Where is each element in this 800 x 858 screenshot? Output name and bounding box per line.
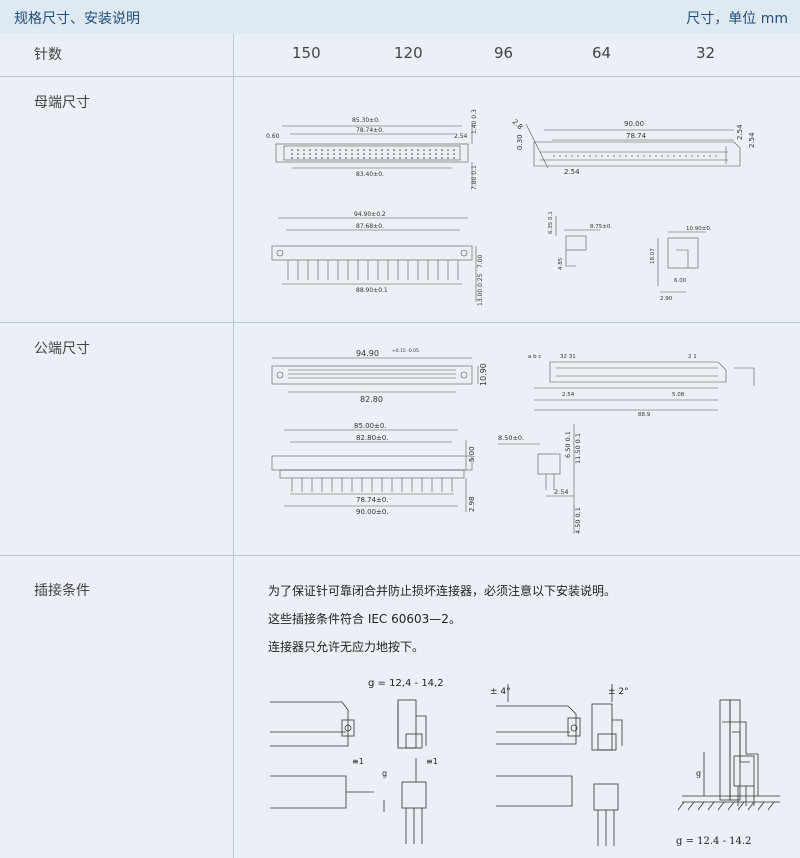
- dim-text: 2.54: [454, 133, 468, 140]
- dim-text: 82.80±0.: [356, 434, 389, 442]
- male-angled-drawing: a b c 32 31 2 1 2.54 5.08 88.9: [522, 348, 772, 420]
- dim-text: 4.85: [558, 257, 564, 270]
- dim-text: 8.50±0.: [498, 434, 524, 442]
- dim-text: 85.30±0.: [352, 117, 380, 124]
- pin-row: [0, 34, 800, 76]
- column-divider: [233, 34, 234, 858]
- female-angled-drawing: 90.00 78.74 2.54 2.54 0.30 2.8 2.54: [504, 108, 774, 188]
- female-front-drawing: 85.30±0. 78.74±0. 0.60 2.54 83.40±0. 1.4…: [262, 104, 492, 200]
- dim-text: 78.74±0.: [356, 496, 389, 504]
- mounting-note-3: 连接器只允许无应力地按下。: [268, 640, 425, 654]
- dim-text: 6.50 0.1: [564, 431, 572, 458]
- dim-text: 78.74±0.: [356, 127, 384, 134]
- dim-text: 5.08: [672, 392, 685, 398]
- dim-text: 5.00: [468, 446, 476, 462]
- mounting-figure-1: g = 12,4 - 14,2 ≡1 ≡1 g: [266, 672, 456, 852]
- dim-text: 8.75±0.: [590, 224, 612, 230]
- mounting-note-1: 为了保证针可靠闭合并防止损坏连接器，必须注意以下安装说明。: [268, 584, 617, 598]
- mounting-label: 插接条件: [34, 583, 90, 599]
- male-front-drawing: 94.90 +0.15 -0.05 82.80 10.90: [262, 344, 492, 408]
- pin-96: 96: [494, 44, 514, 62]
- female-profile-b-drawing: 10.90±0. 18.07 6.00 2.90: [646, 220, 726, 304]
- dim-text: 32 31: [560, 354, 576, 360]
- dim-text: 88.9: [638, 412, 651, 418]
- dim-text: 88.90±0.1: [356, 287, 388, 294]
- dim-text: +0.15 -0.05: [392, 348, 419, 354]
- pin-32: 32: [696, 44, 716, 62]
- dim-text: 2.54: [564, 168, 580, 176]
- dim-text: 85.00±0.: [354, 422, 387, 430]
- dim-text: 90.00±0.: [356, 508, 389, 516]
- mount-dim: g: [382, 769, 387, 778]
- divider: [0, 555, 800, 556]
- dim-text: 1.40 0.3: [471, 109, 478, 134]
- mount-dim: g = 12,4 - 14,2: [368, 678, 444, 689]
- male-row: [0, 323, 800, 555]
- dim-text: 0.30: [516, 134, 524, 150]
- mounting-note-2: 这些插接条件符合 IEC 60603—2。: [268, 612, 461, 626]
- mounting-row: [0, 556, 800, 858]
- female-size-label: 母端尺寸: [34, 95, 90, 111]
- mount-dim: ≡1: [352, 757, 364, 766]
- dim-text: 10.90: [479, 363, 488, 386]
- mounting-figure-3: g g = 12.4 - 14.2: [676, 692, 796, 852]
- mount-dim: ± 2°: [608, 687, 629, 697]
- pin-120: 120: [394, 44, 423, 62]
- mount-dim: g: [696, 769, 701, 778]
- dim-text: 78.74: [626, 132, 647, 140]
- pin-150: 150: [292, 44, 321, 62]
- male-size-label: 公端尺寸: [34, 341, 90, 357]
- dim-text: 94.90: [356, 349, 379, 358]
- dim-text: 83.40±0.: [356, 171, 384, 178]
- dim-text: 6.00: [674, 278, 687, 284]
- dim-text: 11.50 0.1: [574, 433, 582, 464]
- dim-text: 2.54: [748, 132, 756, 148]
- dim-text: 94.90±0.2: [354, 211, 386, 218]
- dim-text: 2 1: [688, 354, 697, 360]
- pin-count-label: 针数: [34, 47, 62, 63]
- dim-text: 2.98: [468, 496, 476, 512]
- divider: [0, 76, 800, 77]
- male-side-drawing: 85.00±0. 82.80±0. 78.74±0. 90.00±0. 5.00…: [262, 420, 492, 520]
- dim-text: 2.90: [660, 296, 673, 302]
- dim-text: 2.54: [554, 488, 568, 496]
- unit-label: 尺寸，单位 mm: [686, 11, 788, 27]
- dim-text: 90.00: [624, 120, 644, 128]
- dim-text: 0.60: [266, 133, 280, 140]
- dim-text: 2.8: [511, 118, 525, 132]
- mount-dim: ± 4°: [490, 687, 511, 697]
- divider: [0, 322, 800, 323]
- mount-dim: ≡1: [426, 757, 438, 766]
- dim-text: 87.68±0.: [356, 223, 384, 230]
- dim-text: 6.35 0.1: [548, 211, 554, 234]
- mounting-figure-2: ± 4° ± 2°: [484, 680, 644, 852]
- female-profile-a-drawing: 6.35 0.1 8.75±0. 4.85: [540, 208, 620, 278]
- dim-text: 4.50 0.1: [574, 507, 582, 534]
- dim-text: 7.80 0.1: [471, 165, 478, 190]
- dim-text: 2.54: [736, 124, 744, 140]
- female-side-drawing: 94.90±0.2 87.68±0. 88.90±0.1 7.00 13.00 …: [262, 206, 502, 310]
- dim-text: 13.00 0.25: [477, 273, 484, 306]
- male-profile-drawing: 8.50±0. 6.50 0.1 11.50 0.1 2.54 4.50 0.1: [496, 414, 596, 538]
- page-title: 规格尺寸、安装说明: [14, 11, 140, 27]
- female-row: [0, 77, 800, 322]
- pin-64: 64: [592, 44, 612, 62]
- dim-text: 7.00: [477, 254, 484, 268]
- dim-text: 2.54: [562, 392, 575, 398]
- header-bar: 规格尺寸、安装说明 尺寸，单位 mm: [0, 0, 800, 34]
- dim-text: 82.80: [360, 395, 383, 404]
- dim-text: 18.07: [650, 248, 656, 264]
- mount-dim: g = 12.4 - 14.2: [676, 836, 751, 847]
- dim-text: a b c: [528, 354, 541, 360]
- dim-text: 10.90±0.: [686, 226, 712, 232]
